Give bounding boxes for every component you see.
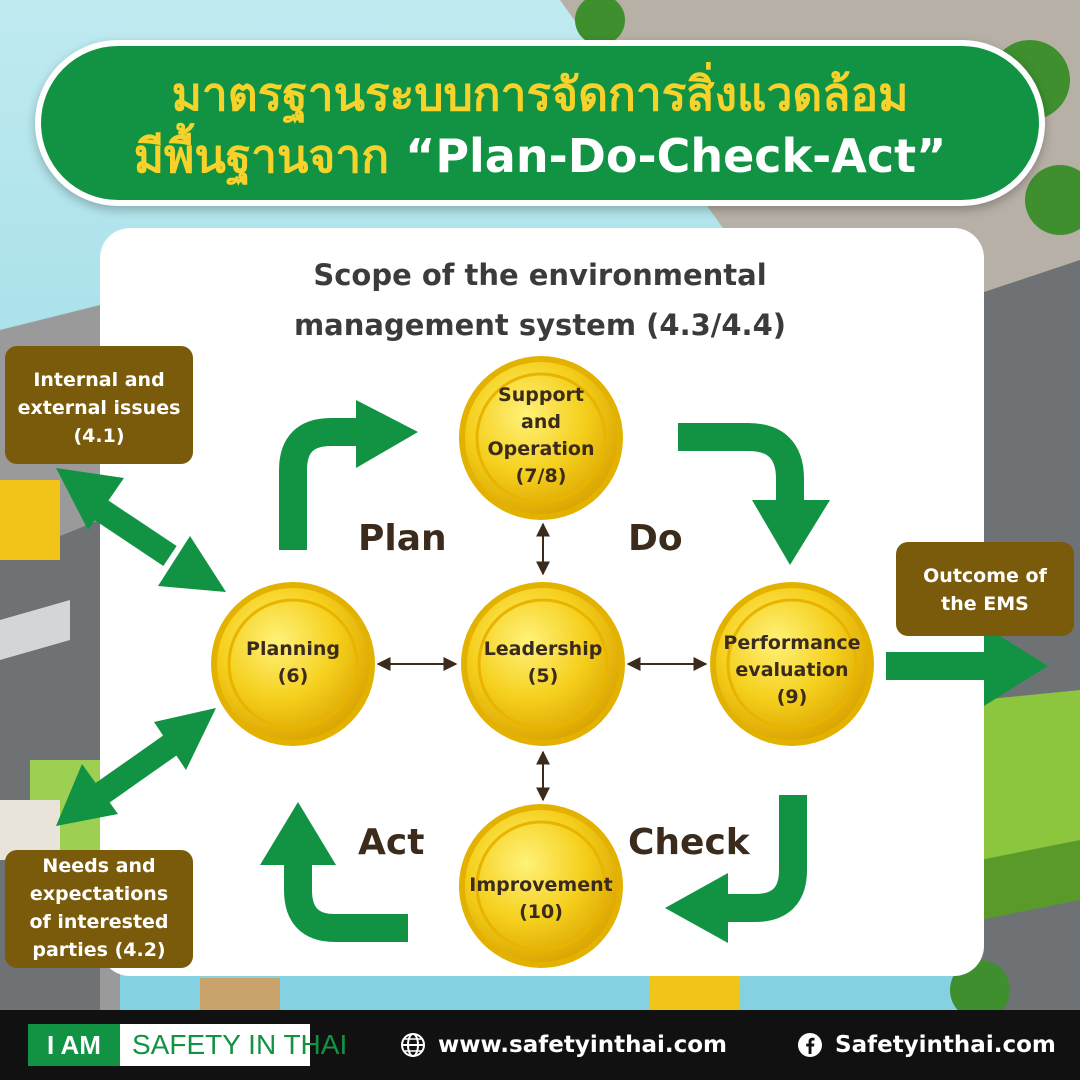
performance-coin	[710, 582, 874, 746]
support-coin	[459, 356, 623, 520]
scope-title: Scope of the environmental management sy…	[230, 250, 850, 350]
brand-logo-name: SAFETY IN THAI	[132, 1029, 348, 1060]
issues-line-3: (4.1)	[73, 425, 125, 447]
phase-act: Act	[358, 822, 425, 863]
title-line-2-pdca: “Plan-Do-Check-Act”	[405, 129, 947, 183]
check-arrow	[665, 795, 807, 943]
title-line-2: มีพื้นฐานจาก “Plan-Do-Check-Act”	[41, 128, 1039, 184]
phase-do: Do	[628, 518, 683, 559]
planning-label-line-2: (6)	[277, 665, 309, 687]
facebook-icon	[798, 1033, 822, 1057]
outcome-line-2: the EMS	[941, 593, 1029, 615]
title-banner: มาตรฐานระบบการจัดการสิ่งแวดล้อม มีพื้นฐา…	[35, 40, 1045, 206]
outcome-line-1: Outcome of	[923, 565, 1047, 587]
title-line-2-thai: มีพื้นฐานจาก	[133, 129, 406, 183]
title-line-1: มาตรฐานระบบการจัดการสิ่งแวดล้อม	[171, 67, 909, 121]
planning-label: Planning (6)	[213, 636, 373, 690]
support-label-line-1: Support	[498, 384, 584, 406]
performance-label-line-3: (9)	[776, 686, 808, 708]
do-arrow	[678, 423, 830, 565]
support-label-line-4: (7/8)	[515, 465, 567, 487]
output-arrow	[886, 626, 1048, 706]
performance-label: Performance evaluation (9)	[707, 630, 877, 711]
brand-logo: I AM SAFETY IN THAI	[28, 1024, 347, 1066]
support-label-line-3: Operation	[487, 438, 595, 460]
leadership-label-line-2: (5)	[527, 665, 559, 687]
support-label-line-2: and	[521, 411, 561, 433]
needs-line-3: of interested	[29, 911, 169, 933]
scope-title-line-2: management system (4.3/4.4)	[293, 308, 787, 342]
outcome-box: Outcome of the EMS	[896, 542, 1074, 636]
plan-arrow	[279, 400, 418, 550]
issues-line-2: external issues	[17, 397, 181, 419]
globe-icon	[401, 1033, 425, 1057]
leadership-label-line-1: Leadership	[483, 638, 603, 660]
phase-plan: Plan	[358, 518, 447, 559]
issues-planning-double-arrow	[56, 468, 226, 592]
facebook-link[interactable]: Safetyinthai.com	[835, 1032, 1056, 1058]
leadership-label: Leadership (5)	[463, 636, 623, 690]
improvement-coin	[459, 804, 623, 968]
phase-check: Check	[628, 822, 750, 863]
improvement-label-line-2: (10)	[519, 901, 563, 923]
issues-line-1: Internal and	[33, 369, 165, 391]
improvement-label-line-1: Improvement	[469, 874, 613, 896]
needs-line-1: Needs and	[42, 855, 156, 877]
needs-line-4: parties (4.2)	[32, 939, 166, 961]
support-label: Support and Operation (7/8)	[461, 382, 621, 490]
planning-coin	[211, 582, 375, 746]
planning-label-line-1: Planning	[246, 638, 340, 660]
scope-title-line-1: Scope of the environmental	[313, 258, 767, 292]
issues-box: Internal and external issues (4.1)	[5, 346, 193, 464]
brand-logo-iam: I AM	[28, 1024, 120, 1066]
needs-planning-double-arrow	[56, 708, 216, 826]
improvement-label: Improvement (10)	[456, 872, 626, 926]
act-arrow	[260, 802, 408, 942]
needs-line-2: expectations	[29, 883, 169, 905]
leadership-coin	[461, 582, 625, 746]
performance-label-line-2: evaluation	[735, 659, 849, 681]
website-link[interactable]: www.safetyinthai.com	[438, 1032, 727, 1058]
needs-box: Needs and expectations of interested par…	[5, 850, 193, 968]
performance-label-line-1: Performance	[723, 632, 861, 654]
